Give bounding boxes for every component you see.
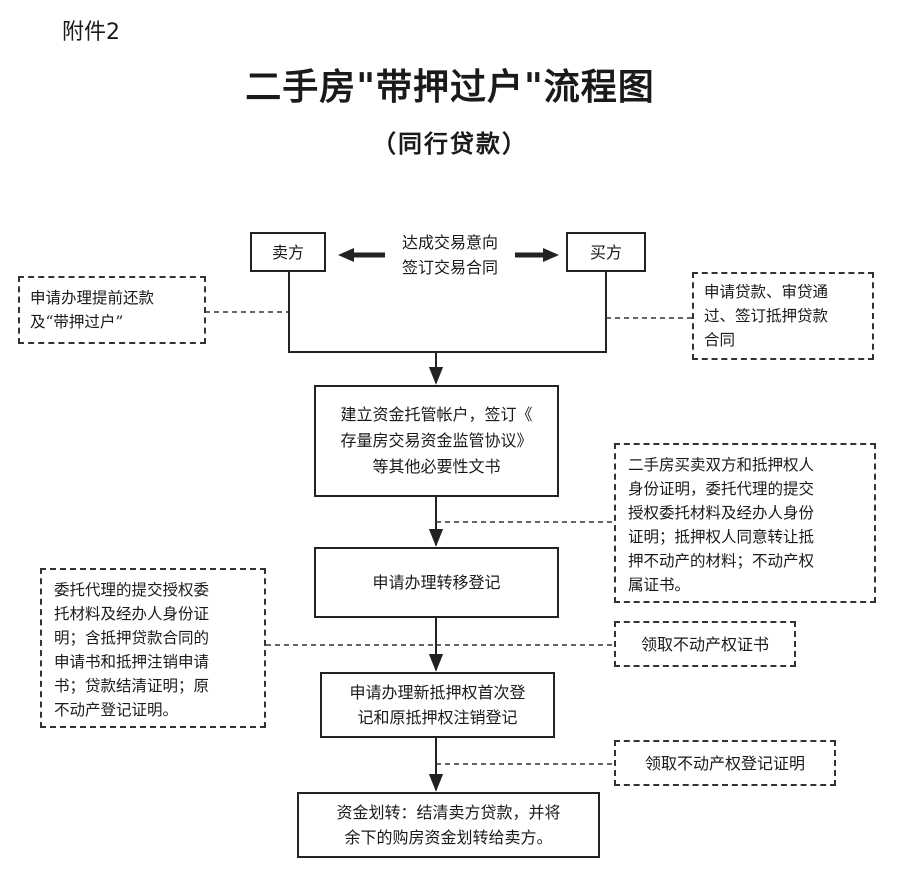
escrow-step-box: 建立资金托管帐户，签订《 存量房交易资金监管协议》 等其他必要性文书 [314, 385, 559, 497]
receive-certificate-label: 领取不动产权证书 [640, 634, 769, 654]
documents-left-note: 委托代理的提交授权委 托材料及经办人身份证 明；含抵押贷款合同的 申请书和抵押注… [40, 568, 266, 728]
documents-right-line: 押不动产的材料；不动产权 [628, 552, 815, 570]
mortgage-registration-line: 记和原抵押权注销登记 [357, 708, 518, 727]
receive-registration-proof-label: 领取不动产权登记证明 [644, 753, 805, 773]
buyer-note-line: 申请贷款、审贷通 [704, 283, 829, 301]
seller-connector [288, 272, 436, 353]
documents-left-line: 明；含抵押贷款合同的 [54, 629, 210, 647]
documents-right-line: 属证书。 [628, 576, 691, 594]
page-subtitle: （同行贷款） [372, 129, 528, 158]
agreement-line: 签订交易合同 [401, 258, 498, 277]
seller-note-line: 及“带押过户” [30, 313, 124, 331]
escrow-step-line: 建立资金托管帐户，签订《 [340, 405, 533, 424]
documents-right-line: 身份证明，委托代理的提交 [628, 480, 815, 498]
arrowhead-to-buyer [543, 248, 559, 262]
fund-transfer-box: 资金划转：结清卖方贷款，并将 余下的购房资金划转给卖方。 [297, 792, 600, 858]
escrow-step-line: 存量房交易资金监管协议》 [340, 431, 533, 450]
receive-registration-proof-box: 领取不动产权登记证明 [614, 740, 836, 786]
documents-left-line: 不动产登记证明。 [54, 701, 179, 719]
arrowhead-to-seller [338, 248, 354, 262]
buyer-note-line: 过、签订抵押贷款 [704, 307, 829, 325]
documents-right-line: 证明；抵押权人同意转让抵 [628, 528, 815, 546]
buyer-label: 买方 [589, 242, 622, 262]
mortgage-registration-box: 申请办理新抵押权首次登 记和原抵押权注销登记 [320, 672, 555, 738]
seller-box: 卖方 [250, 232, 326, 272]
agreement-line: 达成交易意向 [401, 233, 498, 252]
documents-right-note: 二手房买卖双方和抵押权人 身份证明，委托代理的提交 授权委托材料及经办人身份 证… [614, 443, 876, 603]
mortgage-registration-line: 申请办理新抵押权首次登 [349, 683, 526, 702]
documents-right-line: 二手房买卖双方和抵押权人 [628, 456, 815, 474]
agreement-text: 达成交易意向 签订交易合同 [380, 230, 520, 280]
page-title: 二手房"带押过户"流程图 [245, 66, 655, 108]
attachment-label: 附件2 [62, 20, 120, 45]
transfer-registration-label: 申请办理转移登记 [372, 573, 501, 592]
seller-note: 申请办理提前还款 及“带押过户” [18, 276, 206, 344]
documents-left-line: 托材料及经办人身份证 [54, 605, 210, 623]
fund-transfer-line: 资金划转：结清卖方贷款，并将 [336, 803, 561, 822]
documents-right-line: 授权委托材料及经办人身份 [628, 504, 815, 522]
buyer-connector [436, 272, 607, 353]
documents-left-line: 委托代理的提交授权委 [54, 581, 210, 599]
seller-label: 卖方 [271, 242, 304, 262]
receive-certificate-box: 领取不动产权证书 [614, 621, 796, 667]
escrow-step-line: 等其他必要性文书 [372, 457, 501, 476]
buyer-box: 买方 [566, 232, 646, 272]
buyer-note-line: 合同 [704, 331, 736, 349]
documents-left-line: 申请书和抵押注销申请 [54, 653, 210, 671]
transfer-registration-box: 申请办理转移登记 [314, 547, 559, 618]
seller-note-line: 申请办理提前还款 [30, 289, 155, 307]
buyer-note: 申请贷款、审贷通 过、签订抵押贷款 合同 [692, 272, 874, 360]
fund-transfer-line: 余下的购房资金划转给卖方。 [344, 828, 553, 847]
documents-left-line: 书；贷款结清证明；原 [54, 677, 210, 695]
